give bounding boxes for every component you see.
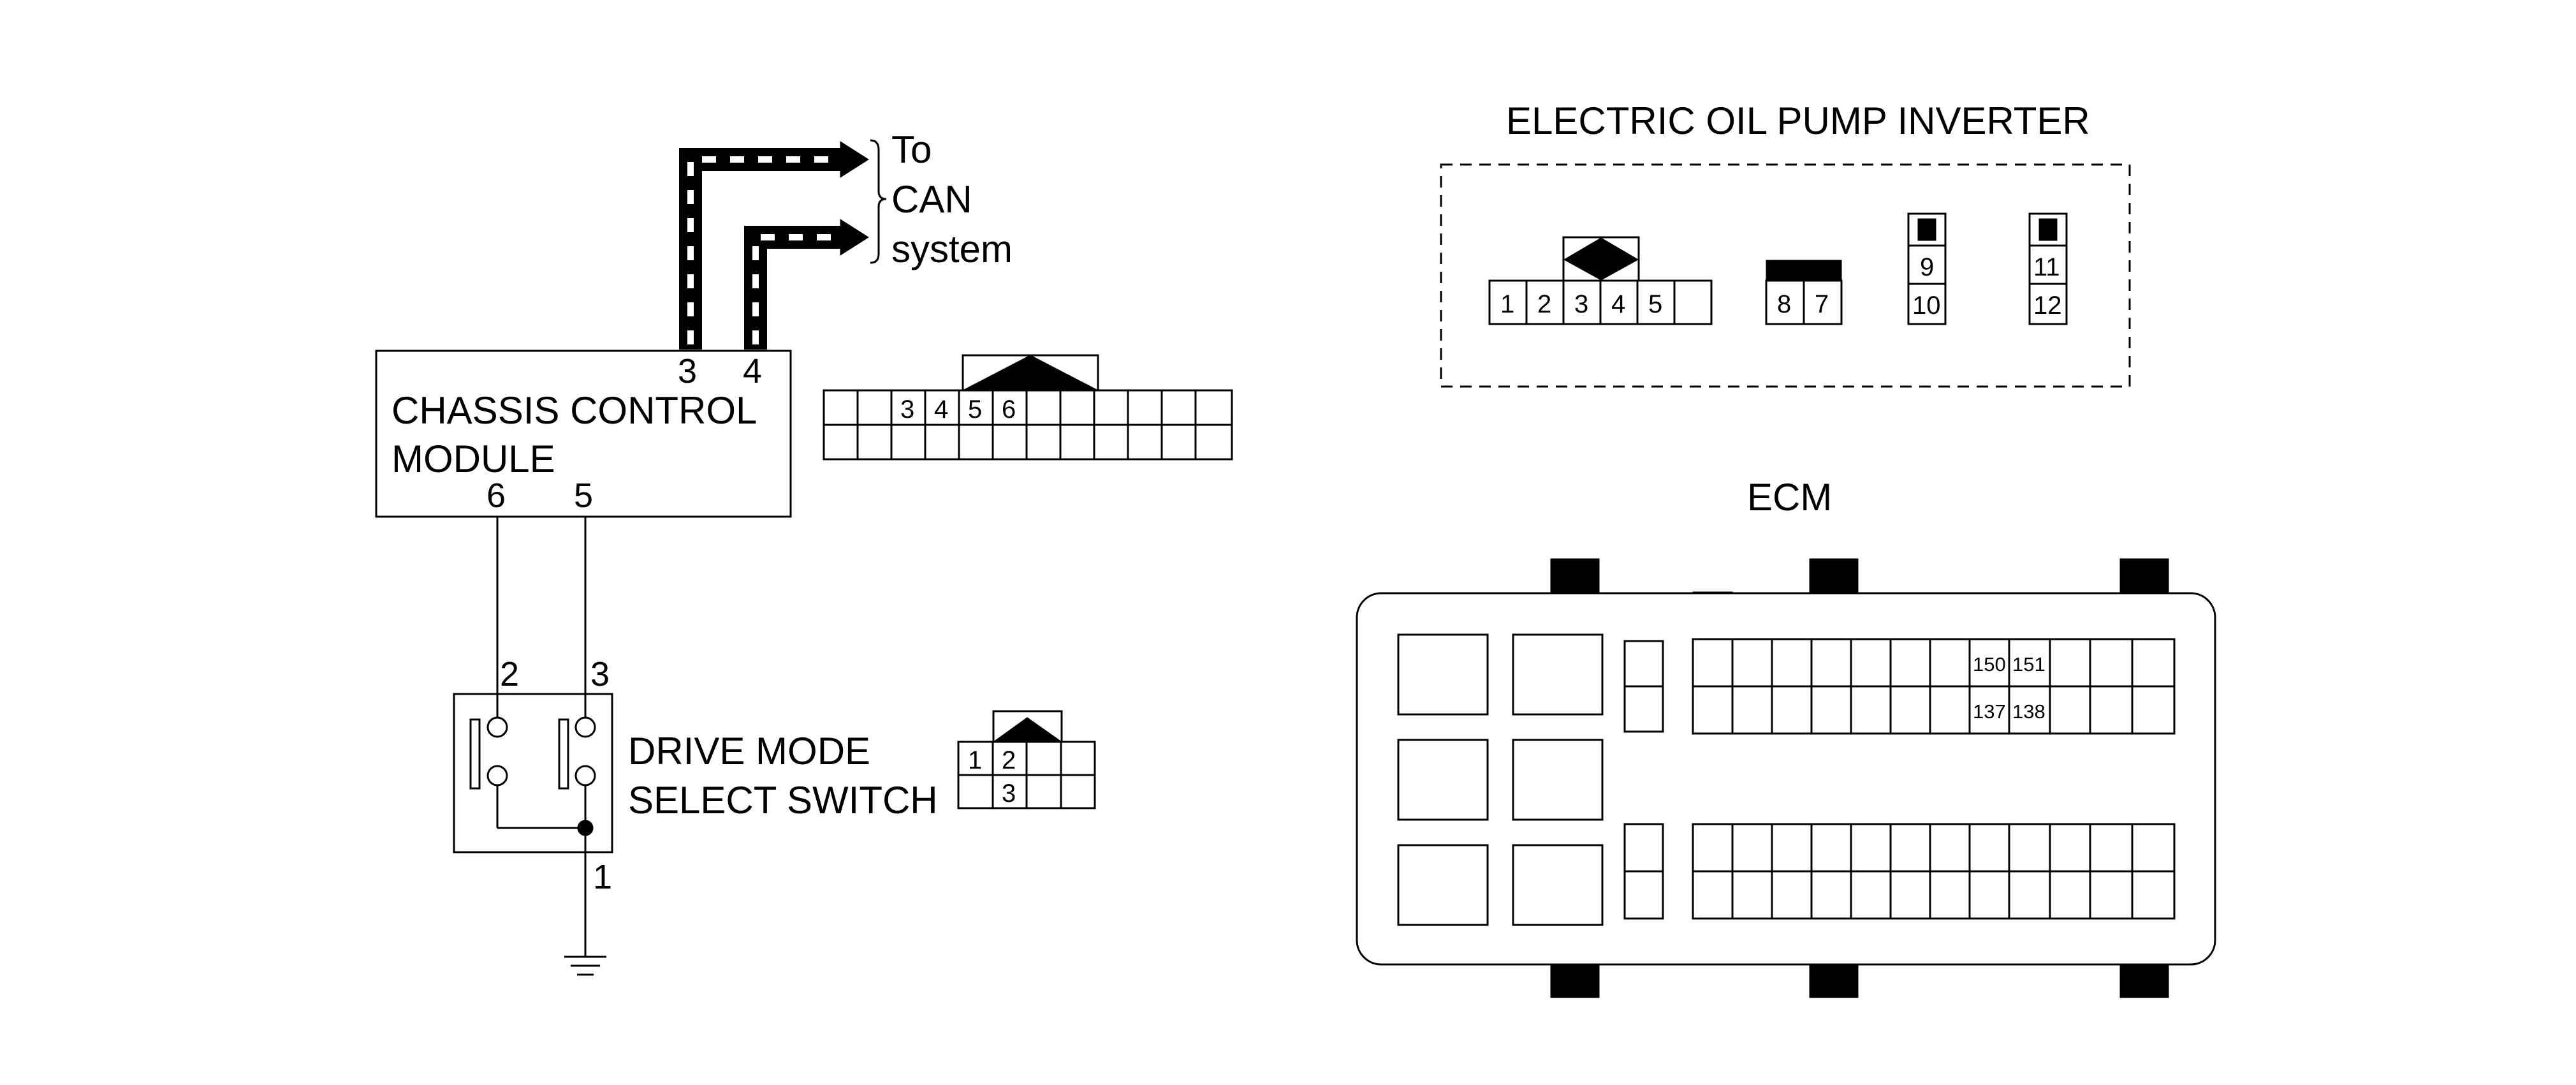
inverter-connector-c	[1907, 212, 1947, 325]
can-label-system: system	[891, 228, 1013, 270]
switch-conn-cell-1: 1	[968, 746, 982, 774]
switch-name-line2: SELECT SWITCH	[628, 779, 938, 822]
inverter-dashed-box	[1440, 163, 2131, 388]
ccm-pin-6: 6	[487, 476, 506, 515]
inverter-a-cell-5: 5	[1648, 290, 1662, 318]
ccm-conn-cell-3: 3	[900, 395, 914, 424]
inverter-a-cell-3: 3	[1574, 290, 1588, 318]
can-bus-lines	[679, 141, 869, 350]
ecm-cell-137: 137	[1973, 700, 2006, 723]
inverter-b-cell-8: 8	[1777, 290, 1791, 318]
inverter-connector-b	[1765, 260, 1843, 325]
ecm-cell-138: 138	[2012, 700, 2045, 723]
switch-pin-3: 3	[590, 655, 610, 693]
chassis-control-module-box	[375, 350, 792, 518]
switch-connector	[957, 710, 1096, 809]
inverter-d-cell-12: 12	[2033, 292, 2062, 320]
ccm-conn-cell-5: 5	[968, 395, 982, 424]
inverter-connector-a	[1488, 236, 1713, 325]
inverter-title: ELECTRIC OIL PUMP INVERTER	[1506, 100, 2090, 142]
ccm-name-line2: MODULE	[392, 438, 555, 480]
ecm-connector	[1356, 558, 2216, 998]
switch-conn-cell-3: 3	[1002, 779, 1016, 808]
ground-icon	[564, 956, 606, 976]
ecm-cell-150: 150	[1973, 653, 2006, 675]
switch-contacts	[469, 694, 596, 957]
inverter-a-cell-4: 4	[1611, 290, 1625, 318]
switch-name-line1: DRIVE MODE	[628, 730, 870, 772]
can-brace	[870, 139, 887, 264]
ecm-cell-151: 151	[2012, 653, 2045, 675]
switch-conn-cell-2: 2	[1002, 746, 1016, 774]
can-label-to: To	[891, 128, 932, 171]
inverter-a-cell-2: 2	[1537, 290, 1551, 318]
ccm-name-line1: CHASSIS CONTROL	[392, 389, 757, 432]
ccm-pin-3: 3	[678, 352, 697, 390]
can-label-can: CAN	[891, 178, 972, 221]
inverter-connector-d	[2028, 212, 2068, 325]
ccm-pin-5: 5	[574, 476, 593, 515]
ccm-conn-cell-4: 4	[934, 395, 948, 424]
inverter-c-cell-9: 9	[1920, 253, 1934, 281]
ccm-conn-cell-6: 6	[1002, 395, 1016, 424]
switch-pin-2: 2	[500, 655, 519, 693]
ccm-connector	[823, 354, 1233, 461]
inverter-b-cell-7: 7	[1815, 290, 1829, 318]
inverter-d-cell-11: 11	[2033, 253, 2060, 281]
switch-pin-1: 1	[593, 858, 612, 896]
ccm-pin-4: 4	[743, 352, 762, 390]
ecm-title: ECM	[1747, 476, 1832, 519]
inverter-a-cell-1: 1	[1500, 290, 1514, 318]
inverter-c-cell-10: 10	[1912, 292, 1941, 320]
